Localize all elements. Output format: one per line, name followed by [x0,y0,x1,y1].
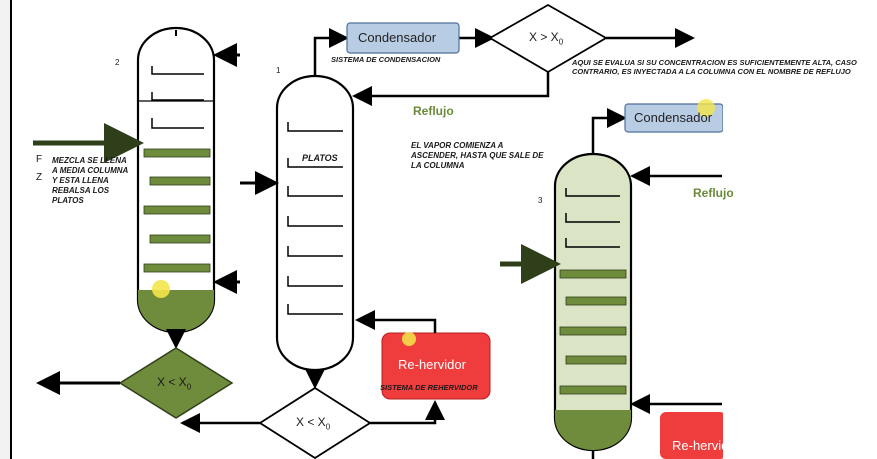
column-2 [33,26,240,349]
decision-diamond-2 [118,347,234,419]
column-3-tray-6-flooded [559,326,627,336]
condenser-1-label: Condensador [358,30,437,45]
column-3-tray-1 [565,188,620,197]
column-1-tray-3 [287,186,343,197]
reboiler-vapor-return [355,310,437,333]
column-1-tray-2 [287,158,343,168]
column-3-liquid [555,410,631,450]
column-2-number: 2 [115,58,120,67]
condenser-1-box [346,22,460,54]
column-2-tray-3 [151,118,204,129]
reflux-label-2: Reflujo [693,186,734,200]
feed-label-f: F [36,154,43,165]
column-3-tray-2 [565,213,620,223]
cursor-highlight-2 [402,332,416,346]
decision-1-label: X > X0 [529,30,564,47]
platos-label: PLATOS [302,153,338,163]
column-3 [500,108,722,459]
column-1-tray-6 [287,276,343,287]
reflux-label-1: Reflujo [413,104,454,118]
column-3-number: 3 [538,196,543,205]
feed-label-z: Z [36,172,43,183]
reboiler-system-label: SISTEMA DE REHERVIDOR [380,383,478,392]
reboiler-1-label: Re-hervidor [398,357,466,372]
decision-2-label: X < X0 [157,375,192,392]
column-1-tray-7 [287,304,343,315]
column-2-tray-8-flooded [143,263,211,273]
column-2-tray-5-flooded [149,176,211,186]
reboiler-2-label: Re-hervidor [672,438,740,453]
column-2-tray-1 [151,66,204,75]
column-2-tray-4-flooded [143,148,211,158]
reboiler-2-box [660,412,726,459]
column-3-tray-5-flooded [565,296,627,306]
reflux-return-line [352,72,550,106]
column-2-tray-6-flooded [143,205,211,215]
column-3-vapor-line [591,108,627,154]
column-1 [240,74,355,389]
column-2-liquid [138,290,214,332]
column-3-tray-4-flooded [559,269,627,279]
condensation-system-label: SISTEMA DE CONDENSACION [331,55,441,64]
condenser-2-label: Condensador [634,110,713,125]
decision-diamond-3 [258,386,372,459]
decision-diamond-1 [488,3,608,74]
column-1-shell [275,74,355,372]
column-3-tray-8-flooded [559,385,627,395]
clip-mask [723,0,877,459]
column-3-tray-3 [565,238,620,248]
column-2-tray-7-flooded [149,234,211,244]
column-1-tray-1 [287,122,343,132]
note-vapor: EL VAPOR COMIENZA A ASCENDER, HASTA QUE … [411,141,544,170]
cursor-highlight [152,280,170,298]
column-1-tray-5 [287,246,343,257]
decision-3-label: X < X0 [296,415,331,432]
note-mezcla: MEZCLA SE LLENA A MEDIA COLUMNA Y ESTA L… [52,156,128,205]
column-1-number: 1 [276,66,281,75]
column-1-tray-4 [287,216,343,227]
note-aqui: AQUI SE EVALUA SI SU CONCENTRACION ES SU… [572,58,857,76]
column-2-tray-2 [151,92,204,101]
column-3-tray-7-flooded [565,355,627,365]
cursor-highlight-3 [697,99,715,117]
diamond-3-to-reboiler-line [370,400,445,425]
vapor-to-condenser-line [313,28,349,76]
